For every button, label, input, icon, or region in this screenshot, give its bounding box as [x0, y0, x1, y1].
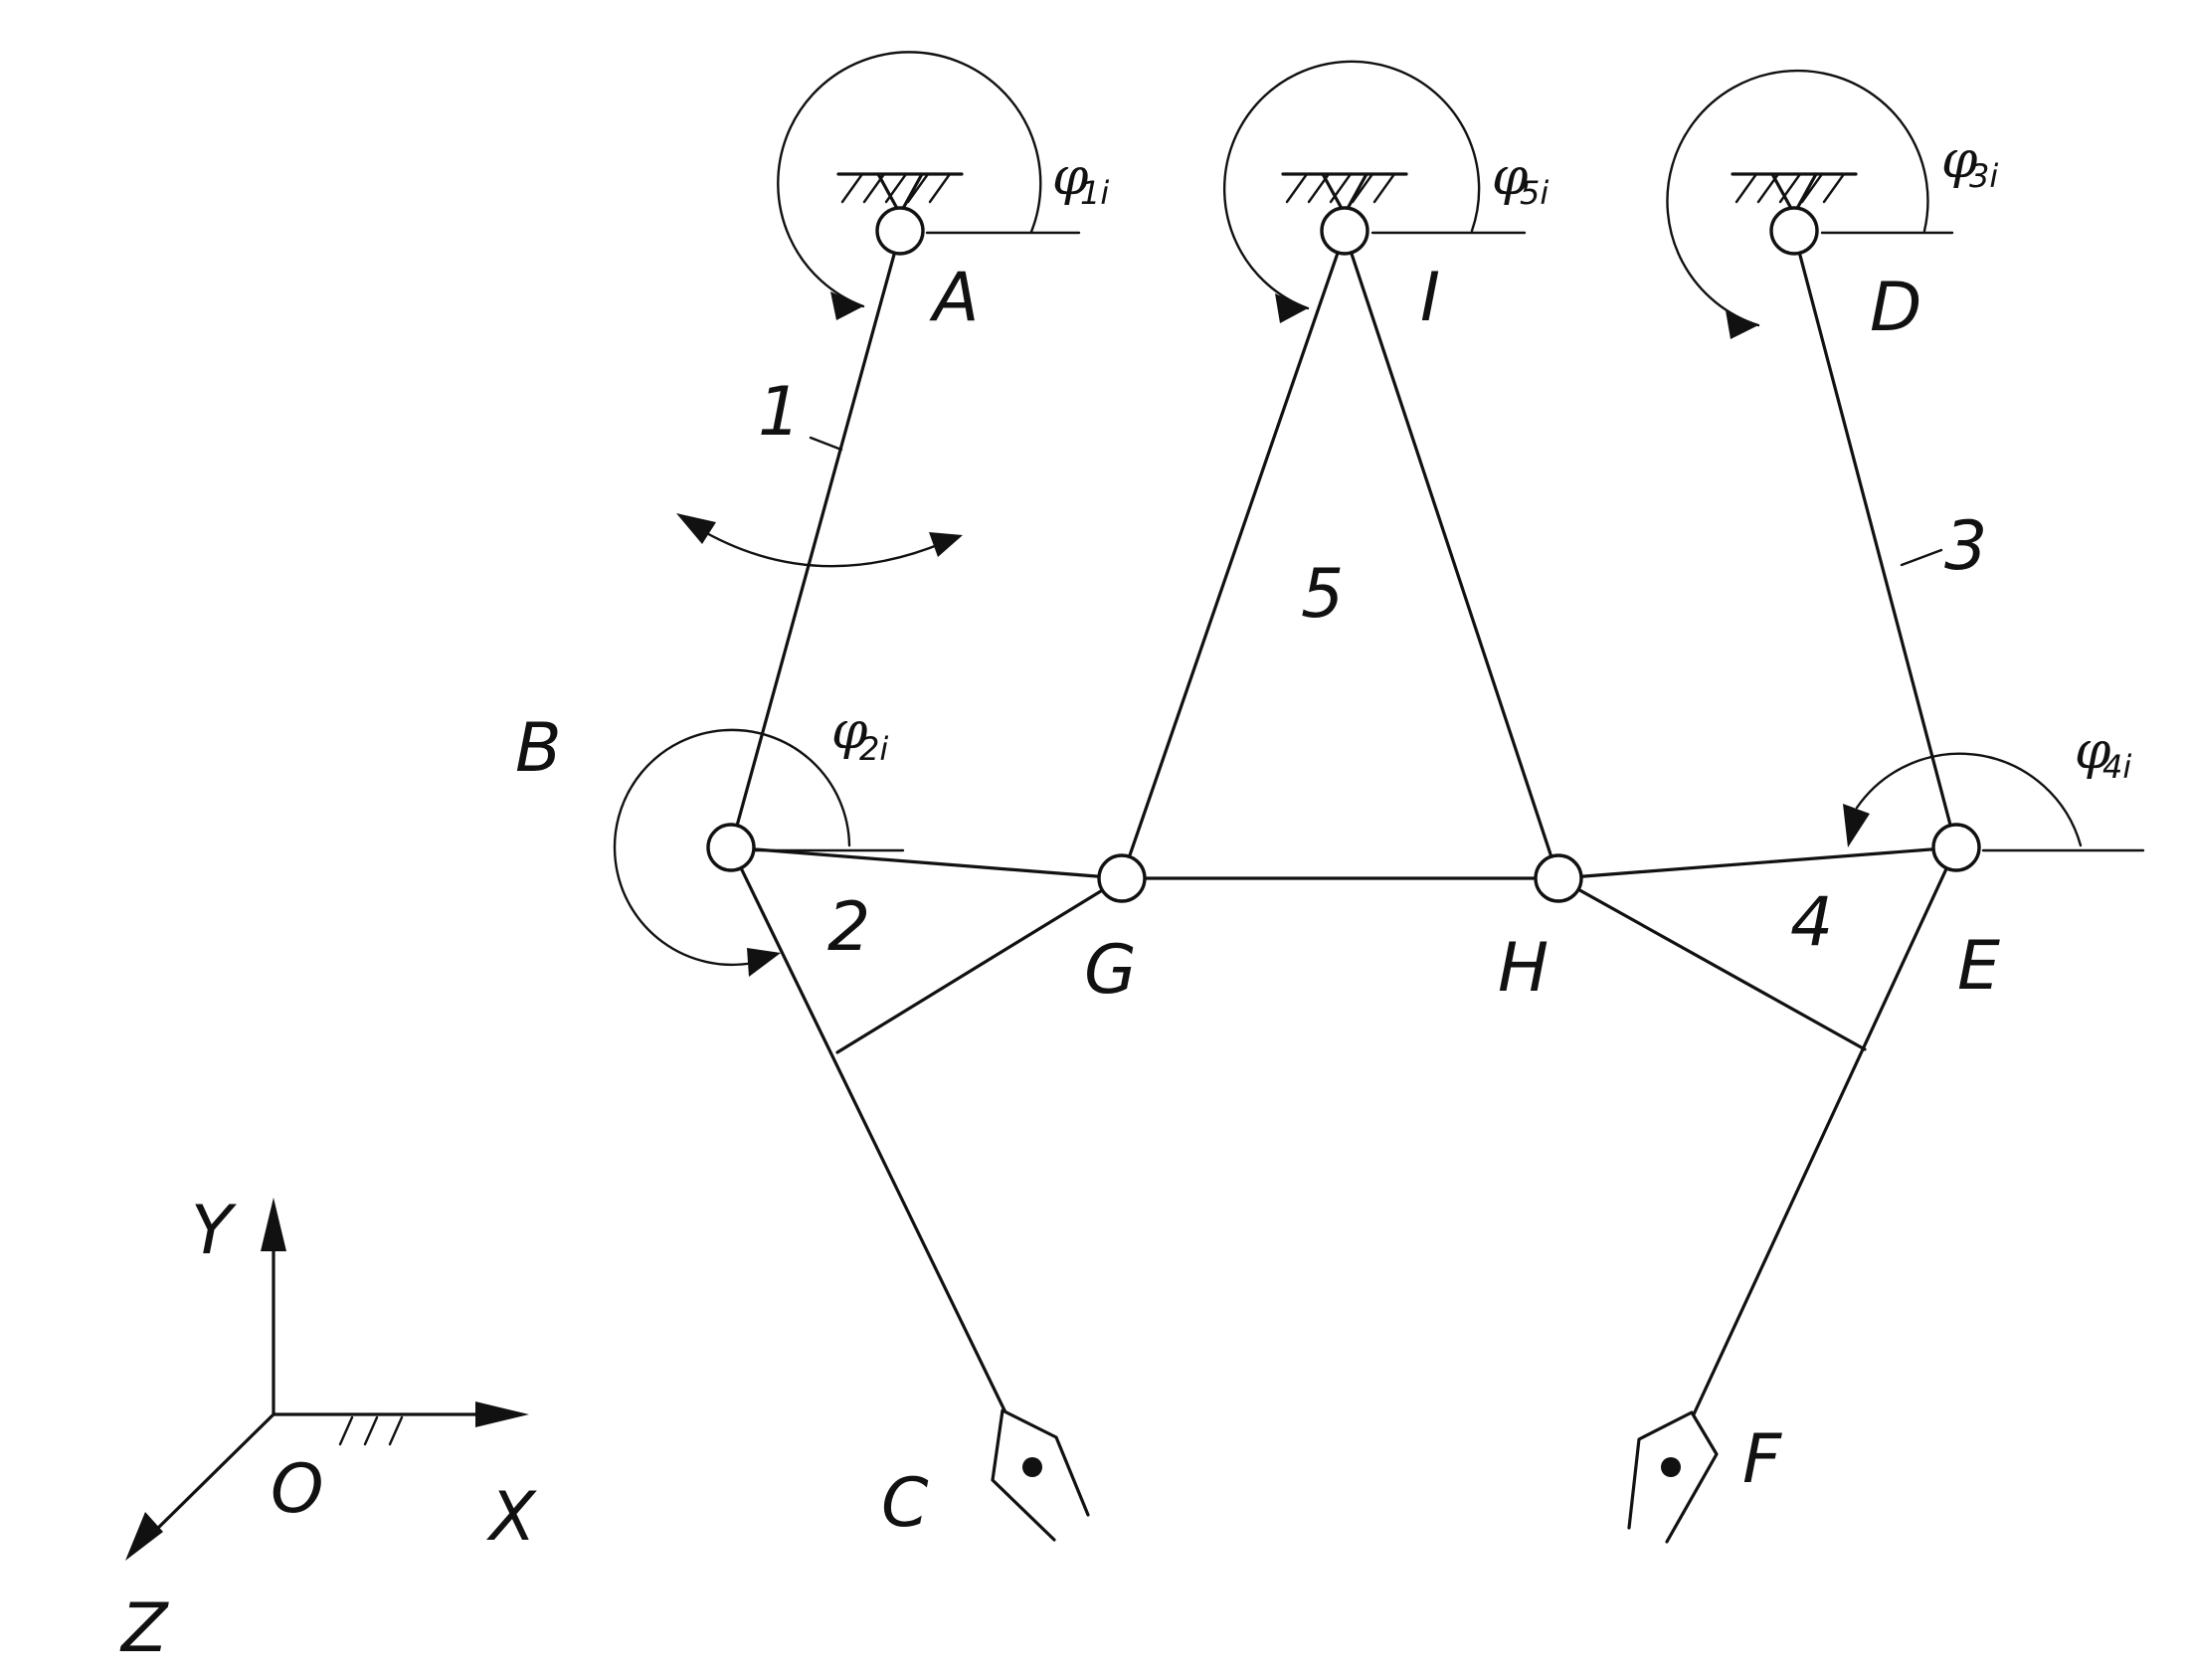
label-link-4: 4	[1790, 883, 1833, 962]
pen-c-tip-dot	[1022, 1457, 1042, 1477]
label-x-axis: X	[486, 1478, 537, 1557]
label-phi1: φ 1i	[1052, 147, 1109, 212]
label-link-5: 5	[1301, 555, 1344, 634]
x-axis-arrow	[475, 1401, 529, 1427]
angle-arc-phi2	[613, 728, 851, 977]
label-phi5: φ 5i	[1492, 147, 1549, 212]
svg-text:φ: φ	[1052, 147, 1089, 207]
joint-e	[1931, 823, 1981, 872]
svg-text:2i: 2i	[859, 730, 888, 768]
label-link-1: 1	[758, 373, 801, 452]
joint-h	[1534, 853, 1583, 903]
angle-arc-phi3	[1666, 69, 1929, 339]
link-1	[729, 231, 902, 849]
link-1-leader	[809, 436, 843, 452]
svg-text:5i: 5i	[1520, 174, 1549, 212]
label-point-c: C	[881, 1464, 929, 1543]
label-link-3: 3	[1944, 507, 1987, 586]
angle-arc-phi5	[1222, 60, 1481, 323]
link-2	[729, 845, 1124, 1416]
oscillation-arrow-left-head	[676, 513, 716, 544]
label-origin: O	[271, 1450, 324, 1529]
svg-text:φ: φ	[1941, 130, 1978, 190]
svg-text:3i: 3i	[1969, 157, 1998, 195]
joint-g	[1097, 853, 1147, 903]
link-3	[1792, 231, 1958, 849]
y-axis-arrow	[261, 1198, 286, 1251]
label-phi4: φ 4i	[2075, 721, 2131, 786]
angle-arrow-phi4	[1843, 804, 1870, 847]
pen-c	[991, 1408, 1090, 1542]
link-4	[1556, 845, 1958, 1416]
z-axis-arrow	[125, 1512, 163, 1561]
oscillation-arrow-right-head	[929, 532, 963, 557]
svg-text:φ: φ	[2075, 721, 2111, 781]
joint-b	[706, 823, 756, 872]
angle-arrow-phi5	[1275, 293, 1308, 323]
joint-a	[875, 206, 925, 256]
svg-text:1i: 1i	[1080, 174, 1109, 212]
label-link-2: 2	[827, 888, 870, 967]
label-point-d: D	[1870, 269, 1921, 347]
angle-arrow-phi3	[1726, 310, 1758, 339]
svg-text:4i: 4i	[2102, 748, 2131, 786]
origin-hatch	[338, 1415, 354, 1446]
oscillation-arrow	[676, 513, 963, 568]
angle-arc-phi4	[1843, 752, 2083, 847]
pen-f	[1627, 1410, 1719, 1544]
svg-text:φ: φ	[831, 701, 868, 761]
label-phi3: φ 3i	[1941, 130, 1998, 195]
label-z-axis: Z	[119, 1589, 169, 1668]
label-phi2: φ 2i	[831, 701, 888, 768]
z-axis	[152, 1412, 275, 1534]
joint-d	[1769, 206, 1819, 256]
label-point-a: A	[929, 259, 980, 337]
angle-arc-phi1	[777, 51, 1042, 320]
angle-arrow-phi1	[830, 291, 863, 320]
label-point-e: E	[1957, 927, 2000, 1006]
pen-f-tip-dot	[1661, 1457, 1681, 1477]
angle-arrow-phi2	[747, 948, 781, 977]
label-point-b: B	[515, 709, 562, 788]
coordinate-axes	[125, 1198, 529, 1561]
link-3-leader	[1900, 548, 1943, 567]
label-point-g: G	[1084, 931, 1137, 1010]
label-y-axis: Y	[191, 1192, 237, 1270]
label-point-h: H	[1498, 929, 1549, 1008]
label-point-f: F	[1742, 1420, 1782, 1499]
label-point-i: I	[1420, 259, 1440, 337]
link-5	[1120, 231, 1560, 880]
svg-text:φ: φ	[1492, 147, 1529, 207]
joint-i	[1320, 206, 1369, 256]
